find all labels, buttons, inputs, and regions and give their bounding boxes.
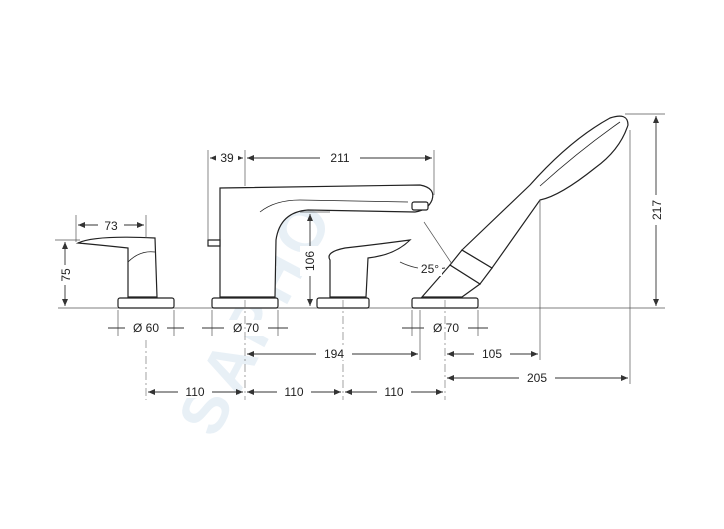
dim-shower-height: 217 — [650, 200, 664, 220]
dim-spout-to-shower: 194 — [324, 347, 344, 361]
hand-shower — [411, 115, 629, 309]
dim-handle-height: 75 — [59, 268, 73, 282]
dim-spacing-1: 110 — [185, 385, 204, 399]
spout — [207, 184, 434, 309]
dim-spacing-3: 110 — [384, 385, 403, 399]
dim-handle-width: 73 — [104, 219, 118, 233]
dim-spout-length: 211 — [330, 151, 349, 165]
dim-spout-offset: 39 — [220, 151, 234, 165]
dim-spout-base: Ø 70 — [233, 321, 259, 335]
dim-shower-offset: 105 — [482, 347, 502, 361]
dim-shower-base: Ø 70 — [433, 321, 459, 335]
dim-handle-base: Ø 60 — [133, 321, 159, 335]
dim-spacing-2: 110 — [284, 385, 303, 399]
dim-spout-height: 106 — [303, 251, 317, 271]
dim-shower-length: 205 — [527, 371, 547, 385]
dim-hose-angle: 25° — [421, 262, 439, 276]
left-handle — [75, 236, 175, 309]
